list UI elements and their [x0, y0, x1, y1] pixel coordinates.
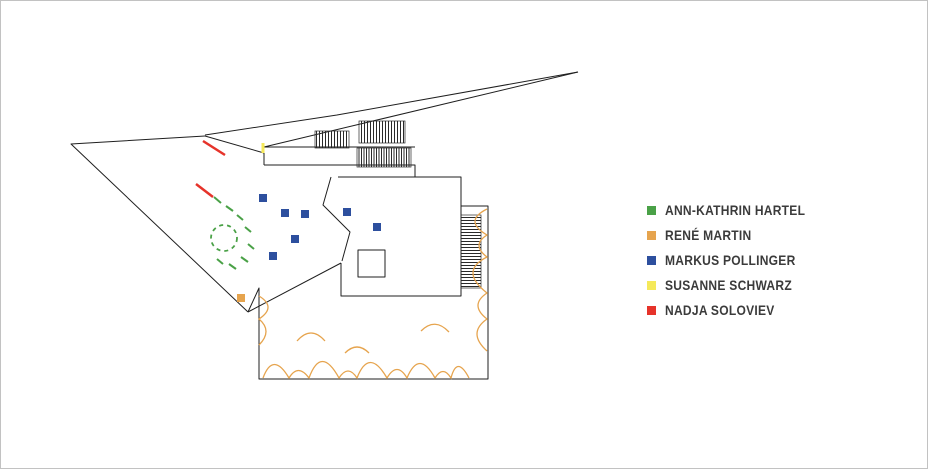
- martin-artwork-curve: [296, 332, 326, 342]
- stair-block-corridor: [356, 147, 412, 168]
- legend-label: SUSANNE SCHWARZ: [665, 277, 792, 293]
- hall-diagonal-wall: [247, 262, 342, 313]
- legend-label: RENÉ MARTIN: [665, 227, 752, 243]
- pollinger-artwork-square: [291, 235, 299, 243]
- hartel-artwork-dash: [228, 263, 237, 270]
- hartel-artwork-dash: [240, 256, 249, 263]
- west-wing-walls: [70, 135, 249, 313]
- terrace-outline: [247, 205, 489, 380]
- stairs: [314, 120, 482, 289]
- hartel-color-swatch: [647, 205, 656, 215]
- roof-edge-lower: [263, 71, 579, 148]
- pollinger-color-swatch: [647, 255, 656, 265]
- martin-artwork-curve: [420, 323, 450, 333]
- pollinger-artwork-square: [343, 208, 351, 216]
- legend-item-martin: RENÉ MARTIN: [647, 227, 828, 243]
- soloviev-artwork-line: [195, 183, 214, 198]
- legend-label: MARKUS POLLINGER: [665, 252, 796, 268]
- martin-artwork-curve: [472, 208, 489, 352]
- hartel-artwork-dash: [244, 226, 252, 233]
- roof-edge-upper: [204, 71, 579, 136]
- hartel-artwork-dash: [247, 243, 255, 250]
- building-outline: [70, 71, 579, 380]
- entry-wall: [204, 135, 265, 154]
- legend: ANN-KATHRIN HARTEL RENÉ MARTIN MARKUS PO…: [647, 202, 828, 328]
- martin-artwork-square: [237, 294, 245, 302]
- pollinger-artwork-square: [269, 252, 277, 260]
- martin-artwork-curve: [262, 360, 470, 380]
- legend-label: ANN-KATHRIN HARTEL: [665, 202, 806, 218]
- schwarz-color-swatch: [647, 280, 656, 290]
- pollinger-artwork-square: [259, 194, 267, 202]
- hartel-artwork-dashed-circle: [210, 224, 238, 252]
- zigzag-partition: [322, 176, 351, 262]
- stair-block-east: [460, 214, 482, 289]
- hartel-artwork-dash: [216, 258, 224, 265]
- legend-label: NADJA SOLOVIEV: [665, 302, 775, 318]
- pollinger-artwork-square: [373, 223, 381, 231]
- stair-block-north-2: [358, 120, 406, 144]
- martin-artwork-curve: [344, 346, 370, 354]
- inner-room: [357, 249, 386, 278]
- legend-item-schwarz: SUSANNE SCHWARZ: [647, 277, 828, 293]
- pollinger-artwork-square: [281, 209, 289, 217]
- hartel-artwork-dash: [225, 205, 234, 212]
- artwork-markers-layer: [195, 139, 489, 380]
- pollinger-artwork-square: [301, 210, 309, 218]
- legend-item-pollinger: MARKUS POLLINGER: [647, 252, 828, 268]
- martin-color-swatch: [647, 230, 656, 240]
- soloviev-color-swatch: [647, 305, 656, 315]
- main-hall-walls: [338, 176, 462, 297]
- stair-block-north-1: [314, 130, 350, 149]
- soloviev-artwork-line: [202, 139, 226, 157]
- hartel-artwork-dash: [236, 214, 244, 221]
- martin-artwork-curve: [257, 295, 269, 346]
- legend-item-soloviev: NADJA SOLOVIEV: [647, 302, 828, 318]
- legend-item-hartel: ANN-KATHRIN HARTEL: [647, 202, 828, 218]
- hartel-artwork-dash: [213, 196, 222, 204]
